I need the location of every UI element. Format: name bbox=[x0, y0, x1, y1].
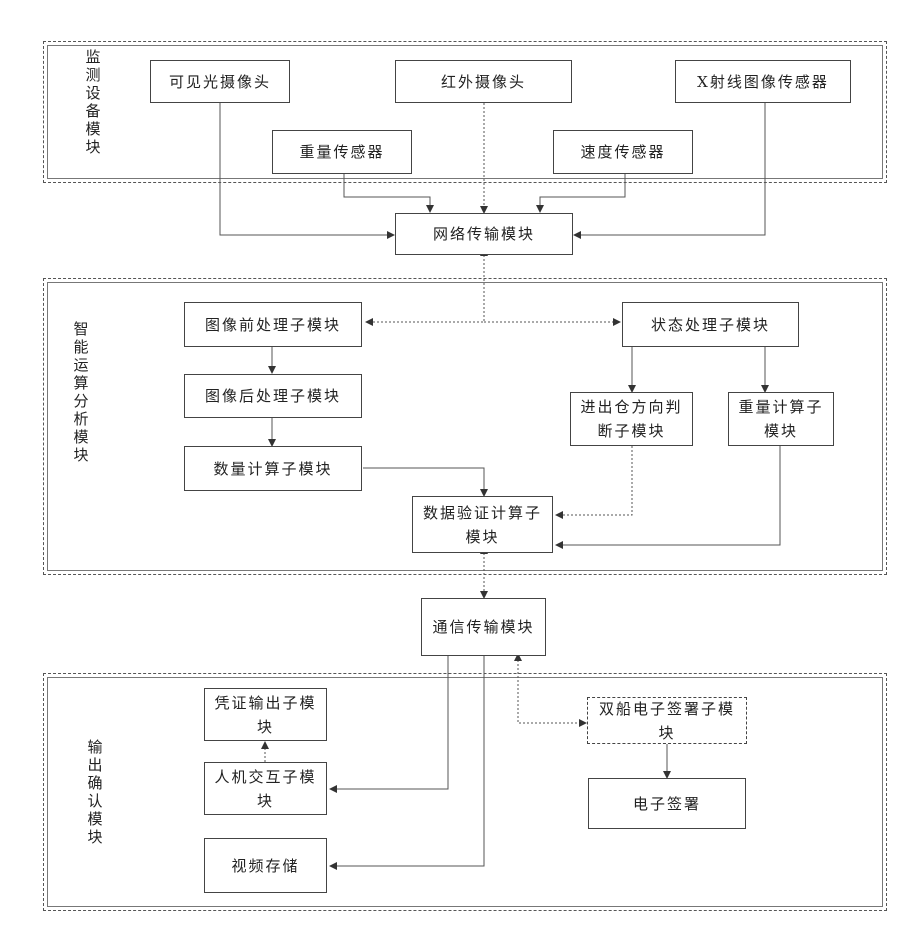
image-postprocessing-box: 图像后处理子模块 bbox=[184, 374, 362, 418]
wire-count-to-verify bbox=[363, 468, 484, 496]
speed-sensor-box: 速度传感器 bbox=[553, 130, 693, 174]
data-verification-box: 数据验证计算子模块 bbox=[412, 496, 553, 553]
count-calculation-box: 数量计算子模块 bbox=[184, 446, 362, 491]
xray-sensor-box: X射线图像传感器 bbox=[675, 60, 851, 103]
wire-comm-to-video bbox=[330, 656, 484, 866]
video-storage-box: 视频存储 bbox=[204, 838, 327, 893]
wire-network-to-processing bbox=[366, 255, 484, 322]
visible-light-camera-box: 可见光摄像头 bbox=[150, 60, 290, 103]
dual-ship-esign-box: 双船电子签署子模块 bbox=[587, 697, 747, 744]
wire-comm-to-hmi bbox=[330, 656, 448, 789]
wire-inout-to-verify bbox=[556, 446, 632, 515]
weight-sensor-box: 重量传感器 bbox=[272, 130, 412, 174]
wire-comm-to-dualsign bbox=[518, 660, 586, 723]
wire-weight-to-network bbox=[344, 174, 430, 212]
infrared-camera-box: 红外摄像头 bbox=[395, 60, 572, 103]
electronic-signature-box: 电子签署 bbox=[588, 778, 746, 829]
weight-calculation-box: 重量计算子模块 bbox=[728, 392, 834, 446]
human-machine-interaction-box: 人机交互子模块 bbox=[204, 762, 327, 815]
image-preprocessing-box: 图像前处理子模块 bbox=[184, 302, 362, 347]
wire-speed-to-network bbox=[540, 174, 625, 212]
state-processing-box: 状态处理子模块 bbox=[622, 302, 799, 347]
network-transmission-box: 网络传输模块 bbox=[395, 213, 573, 255]
communication-transmission-box: 通信传输模块 bbox=[421, 598, 546, 656]
voucher-output-box: 凭证输出子模块 bbox=[204, 688, 327, 741]
inout-direction-box: 进出仓方向判断子模块 bbox=[570, 392, 693, 446]
wire-weightcalc-to-verify bbox=[556, 446, 780, 545]
